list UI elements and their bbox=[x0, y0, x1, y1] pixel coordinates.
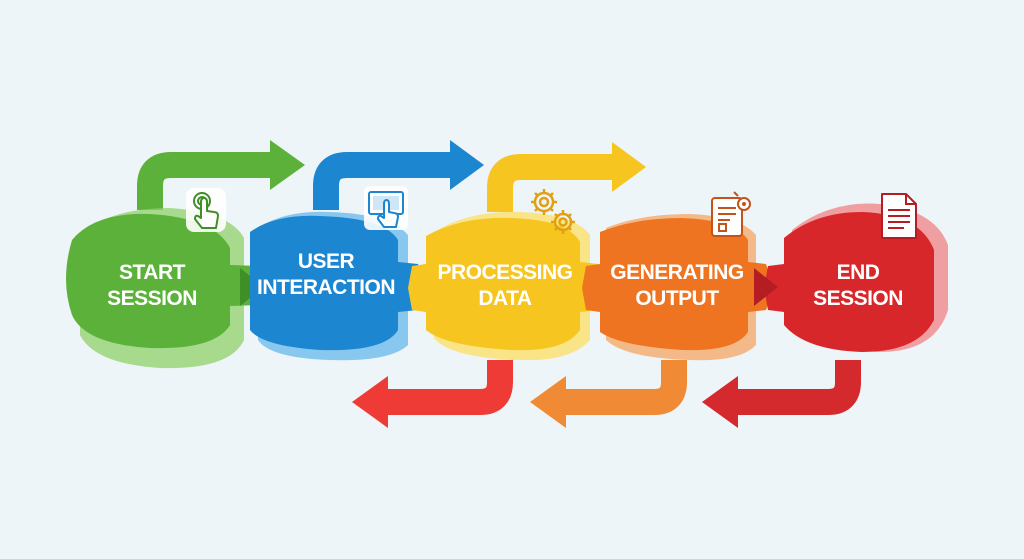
stage-processing-data: PROCESSING DATA bbox=[408, 189, 605, 361]
touchscreen-icon bbox=[364, 186, 408, 230]
stage-start-session-line2: SESSION bbox=[107, 287, 197, 310]
document-settings-icon bbox=[711, 191, 751, 237]
forward-arrow-2 bbox=[313, 140, 484, 210]
forward-arrow-1 bbox=[137, 140, 305, 210]
stage-end-session-line2: SESSION bbox=[813, 287, 903, 310]
stage-start-session: START SESSION bbox=[66, 188, 264, 369]
stage-processing-data-line1: PROCESSING bbox=[437, 261, 572, 284]
return-arrow-1 bbox=[352, 360, 513, 428]
stage-processing-data-line2: DATA bbox=[478, 287, 532, 310]
stage-generating-output: GENERATING OUTPUT bbox=[582, 191, 774, 361]
document-icon bbox=[881, 193, 917, 239]
stage-user-interaction: USER INTERACTION bbox=[250, 186, 426, 361]
touch-hand-icon bbox=[186, 188, 226, 232]
stage-user-interaction-line1: USER bbox=[298, 250, 355, 273]
stage-start-session-line1: START bbox=[119, 261, 186, 284]
stage-end-session: END SESSION bbox=[754, 193, 948, 352]
stage-generating-output-line2: OUTPUT bbox=[635, 287, 719, 310]
return-arrow-2 bbox=[530, 360, 687, 428]
return-arrow-3 bbox=[702, 360, 861, 428]
stage-end-session-line1: END bbox=[837, 261, 880, 284]
forward-arrow-3 bbox=[487, 142, 646, 212]
stage-user-interaction-line2: INTERACTION bbox=[257, 276, 395, 299]
stage-generating-output-line1: GENERATING bbox=[610, 261, 744, 284]
gears-icon bbox=[531, 189, 575, 234]
